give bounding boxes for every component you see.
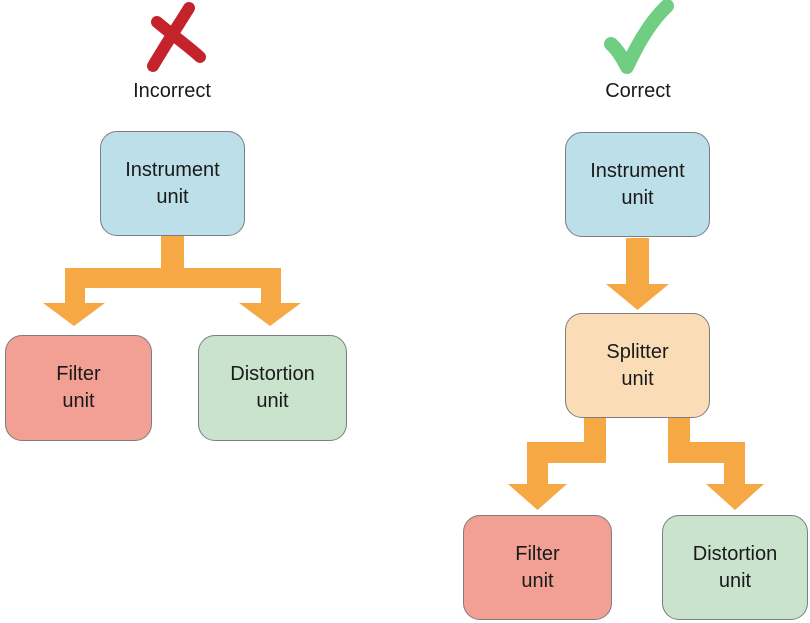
branching-arrow [43,236,301,326]
checkmark-icon [604,0,674,74]
elbow-arrow-right [668,418,764,510]
node-filter-unit-incorrect: Filter unit [5,335,152,441]
correct-label: Correct [605,80,671,102]
node-instrument-unit-incorrect: Instrument unit [100,131,245,236]
node-distortion-unit-incorrect: Distortion unit [198,335,347,441]
node-filter-unit-correct: Filter unit [463,515,612,620]
x-mark-icon [147,2,206,72]
node-splitter-unit-correct: Splitter unit [565,313,710,418]
straight-down-arrow [606,238,669,310]
node-instrument-unit-correct: Instrument unit [565,132,710,237]
node-distortion-unit-correct: Distortion unit [662,515,808,620]
incorrect-label: Incorrect [133,80,211,102]
elbow-arrow-left [508,418,606,510]
